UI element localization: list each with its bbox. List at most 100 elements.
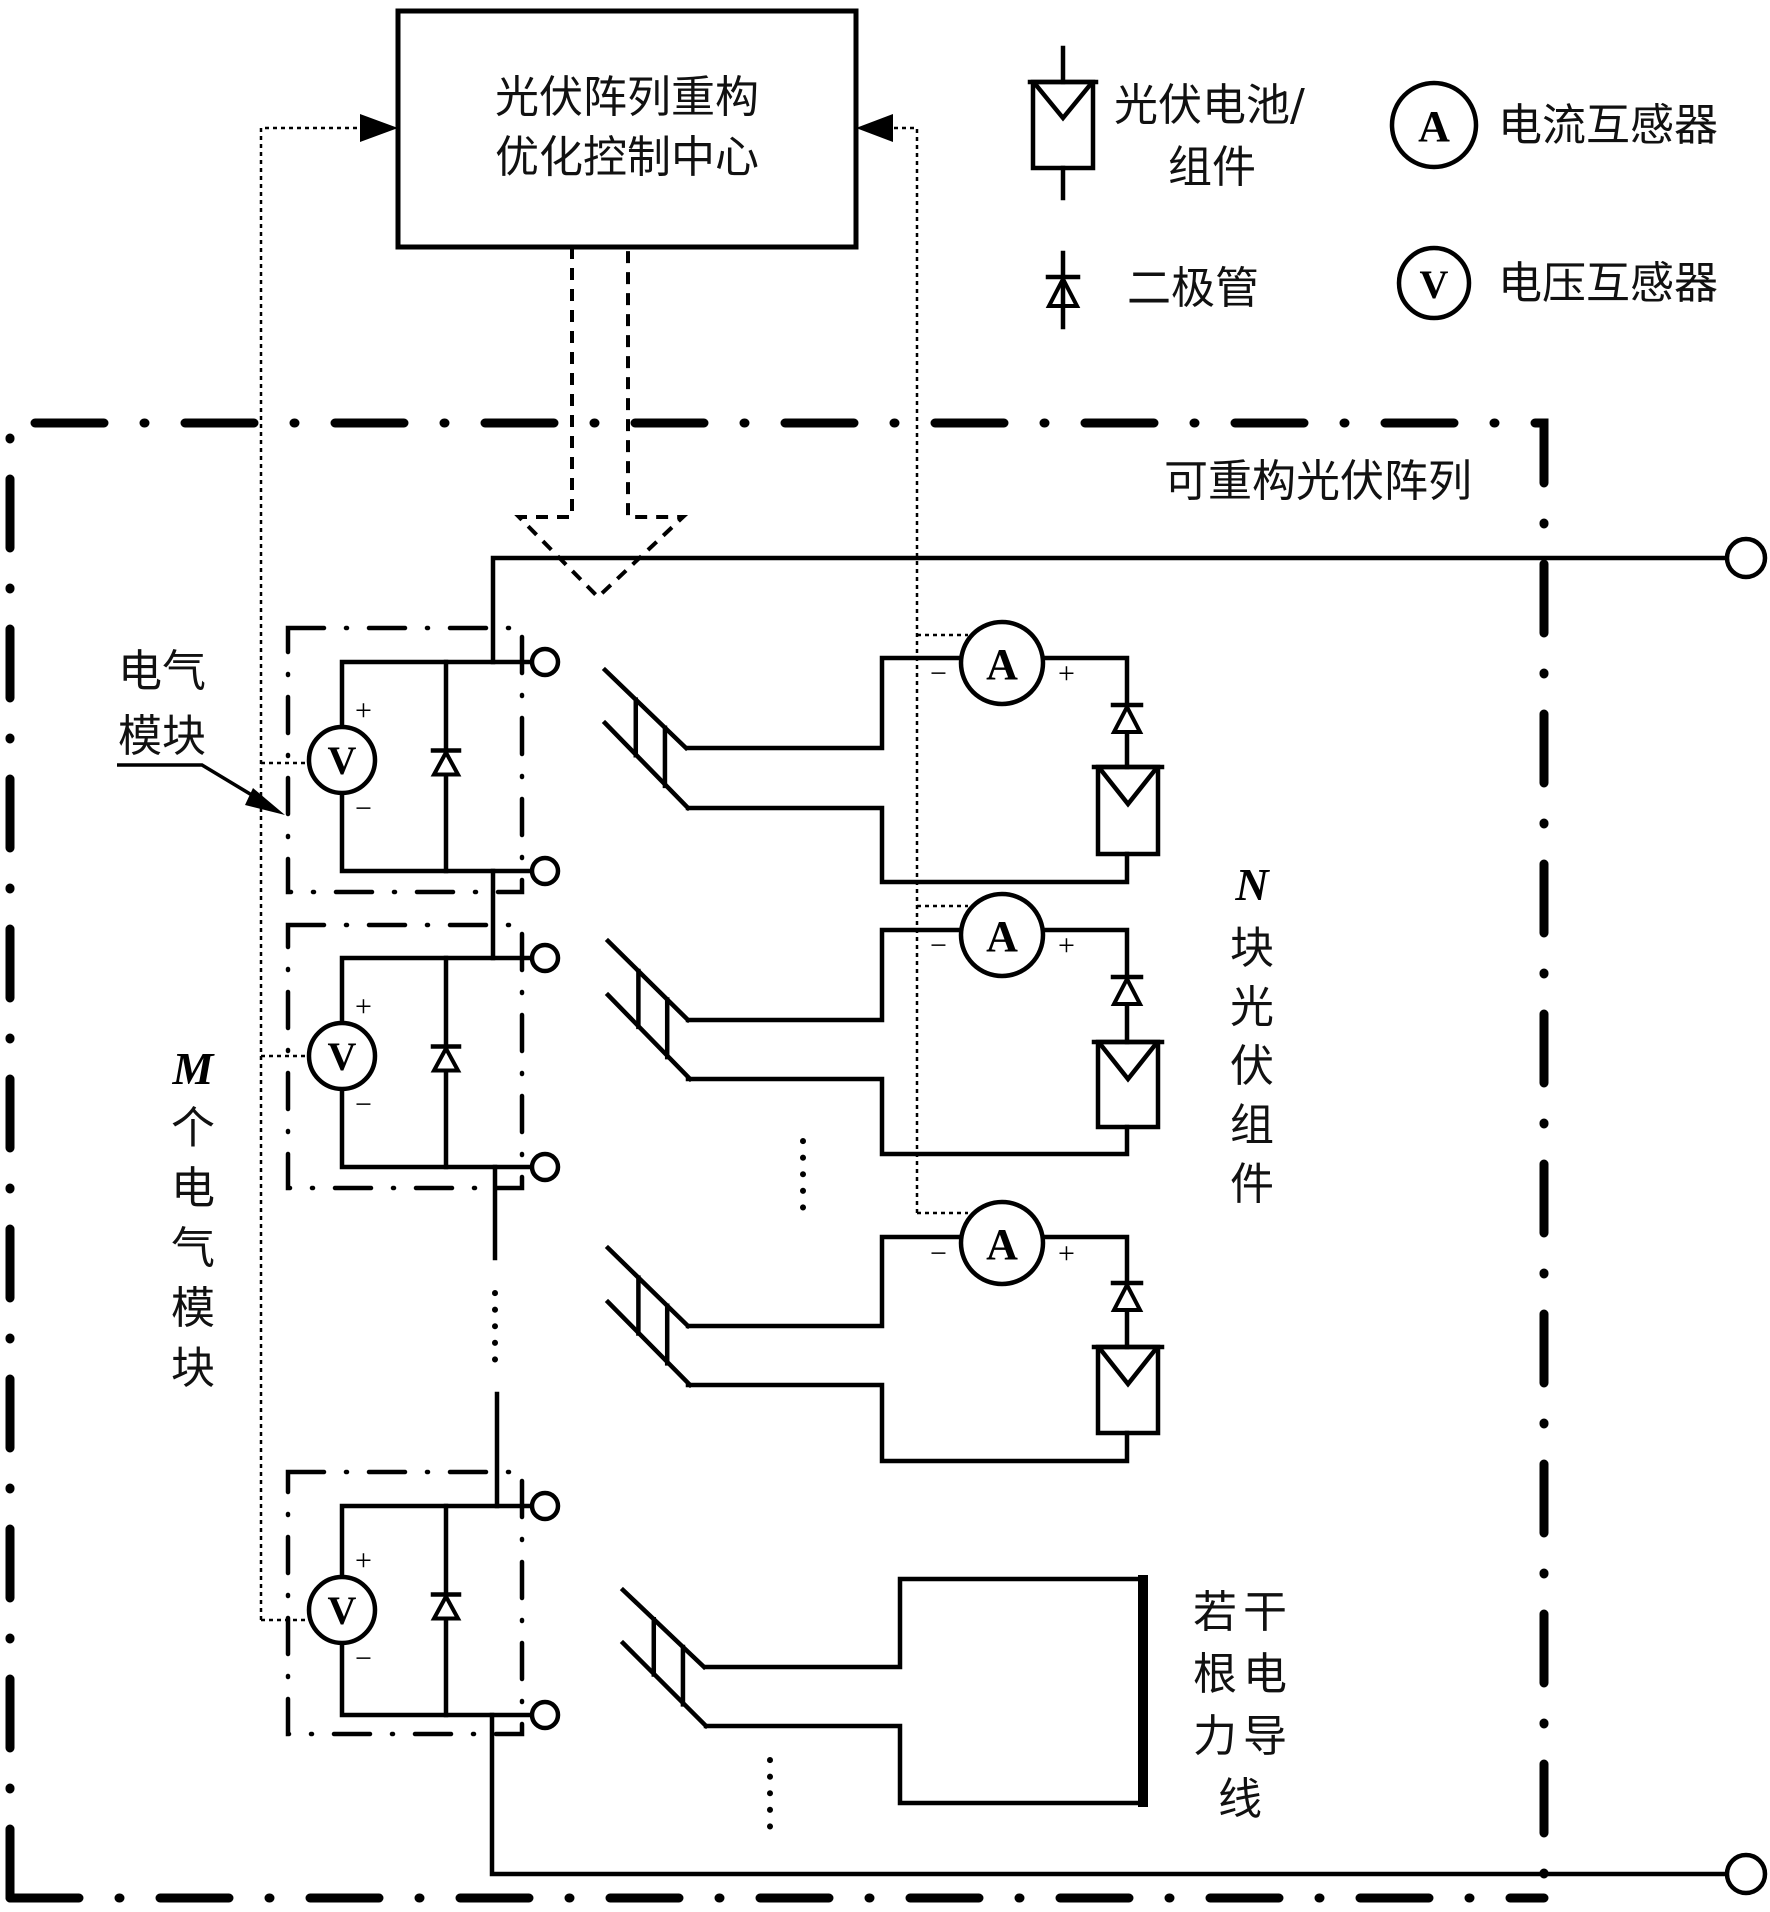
electrical-module: V + −: [285, 1469, 561, 1737]
pv-string: A − +: [685, 619, 1165, 885]
svg-text:V: V: [328, 1034, 357, 1079]
pv-wire: [685, 1234, 965, 1329]
pv-wire: [1040, 655, 1130, 770]
reconfigurable-array-boundary: [5, 418, 1549, 1903]
legend-ammeter-icon: A: [1389, 80, 1479, 170]
module-wire: [339, 659, 535, 730]
pv-string: A − +: [685, 891, 1165, 1157]
module-terminal: [529, 646, 561, 678]
module-boundary: [285, 922, 525, 1191]
pv-module-icon: [1091, 1344, 1165, 1436]
svg-text:A: A: [986, 1220, 1018, 1269]
legend-pv-cell-label-line1: 光伏电池/: [1114, 80, 1305, 131]
main-bus: [489, 536, 1768, 1896]
reconfiguration-switch: [604, 1244, 694, 1389]
conductors-label-char: 若: [1193, 1587, 1237, 1638]
module-wire: [339, 790, 535, 874]
callout-arrow-icon: [245, 788, 285, 815]
voltmeter-plus-sign: +: [355, 1544, 372, 1577]
pv-wire: [685, 1076, 1130, 1157]
string-diode-icon: [1110, 702, 1144, 734]
string-diode-icon: [1110, 1280, 1144, 1312]
array-title: 可重构光伏阵列: [1164, 456, 1472, 507]
ammeter-minus-sign: −: [930, 657, 947, 690]
current-feedback-line: [856, 114, 968, 1215]
conductors-label-char: 线: [1218, 1774, 1262, 1825]
voltmeter-icon: V: [306, 1574, 378, 1646]
reconfiguration-switch: [619, 1586, 710, 1730]
arrow-left-icon: [856, 114, 893, 142]
pv-string: A−+: [685, 1199, 1165, 1464]
module-callout: 电气 模块: [117, 646, 285, 815]
ammeter-minus-sign: −: [930, 929, 947, 962]
module-terminal: [529, 1151, 561, 1183]
pv-module-icon: [1091, 1039, 1165, 1130]
pv-count-char: 块: [1230, 923, 1274, 974]
output-terminal-positive: [1724, 536, 1768, 580]
svg-text:V: V: [328, 738, 357, 783]
pv-wire: [685, 655, 965, 751]
legend-pv-cell-label-line2: 组件: [1168, 142, 1256, 193]
module-wire: [339, 955, 535, 1026]
conductors-label-char: 根: [1193, 1649, 1237, 1700]
module-terminal: [529, 855, 561, 887]
voltmeter-plus-sign: +: [355, 990, 372, 1023]
ammeter-plus-sign: +: [1058, 657, 1075, 690]
svg-text:A: A: [1418, 102, 1450, 151]
conductors-label-char: 力: [1193, 1711, 1237, 1762]
control-center: 光伏阵列重构 优化控制中心: [395, 8, 859, 250]
legend-ammeter-label: 电流互感器: [1498, 100, 1718, 151]
module-boundary: [285, 625, 525, 895]
power-conductors: [703, 1575, 1148, 1807]
switch-blade: [619, 1639, 710, 1730]
bypass-diode-icon: [430, 955, 462, 1170]
pv-count-char: 光: [1230, 982, 1274, 1033]
output-terminal-negative: [1724, 1852, 1768, 1896]
module-wire: [339, 1503, 535, 1580]
ammeter-icon: A: [958, 891, 1046, 979]
svg-text:V: V: [328, 1588, 357, 1633]
voltmeter-minus-sign: −: [355, 1642, 372, 1675]
pv-wire: [1040, 1234, 1130, 1350]
pv-wire: [685, 805, 1130, 885]
module-boundary: [285, 1469, 525, 1737]
switch-blade: [619, 1586, 708, 1671]
electrical-module: V+−: [285, 922, 561, 1191]
switch-blade: [604, 1298, 694, 1389]
electrical-module: V+−: [285, 625, 561, 895]
svg-text:A: A: [986, 912, 1018, 961]
switch-blade: [604, 937, 692, 1024]
module-terminal: [529, 1490, 561, 1522]
switch-blade: [601, 666, 690, 752]
voltmeter-plus-sign: +: [355, 694, 372, 727]
control-center-title-line1: 光伏阵列重构: [495, 72, 759, 123]
string-diode-icon: [1110, 974, 1144, 1006]
modules-count-var: M: [172, 1043, 216, 1094]
modules-count-char: 个: [171, 1103, 215, 1154]
ammeter-icon: A: [958, 1199, 1046, 1287]
voltmeter-icon: V: [306, 1020, 378, 1092]
ammeter-plus-sign: +: [1058, 929, 1075, 962]
bypass-diode-icon: [430, 659, 462, 874]
modules-count-char: 模: [171, 1283, 215, 1334]
reconfiguration-switch: [601, 666, 692, 812]
arrow-right-icon: [360, 114, 398, 142]
legend: 光伏电池/ 组件 二极管 A 电流互感器 V 电压互感器: [1027, 45, 1718, 330]
control-center-box: [395, 8, 859, 250]
svg-text:A: A: [986, 640, 1018, 689]
legend-diode-label: 二极管: [1127, 263, 1259, 314]
svg-text:V: V: [1420, 262, 1449, 307]
legend-voltmeter-icon: V: [1396, 245, 1472, 321]
conductors-label-char: 导: [1243, 1711, 1287, 1762]
ammeter-icon: A: [958, 619, 1046, 707]
pv-wire: [685, 1382, 1130, 1464]
legend-pv-cell-icon: [1027, 45, 1099, 201]
reconfiguration-switch: [604, 937, 694, 1083]
modules-count-char: 气: [171, 1223, 215, 1274]
ammeter-plus-sign: +: [1058, 1237, 1075, 1270]
control-center-title-line2: 优化控制中心: [495, 132, 759, 183]
